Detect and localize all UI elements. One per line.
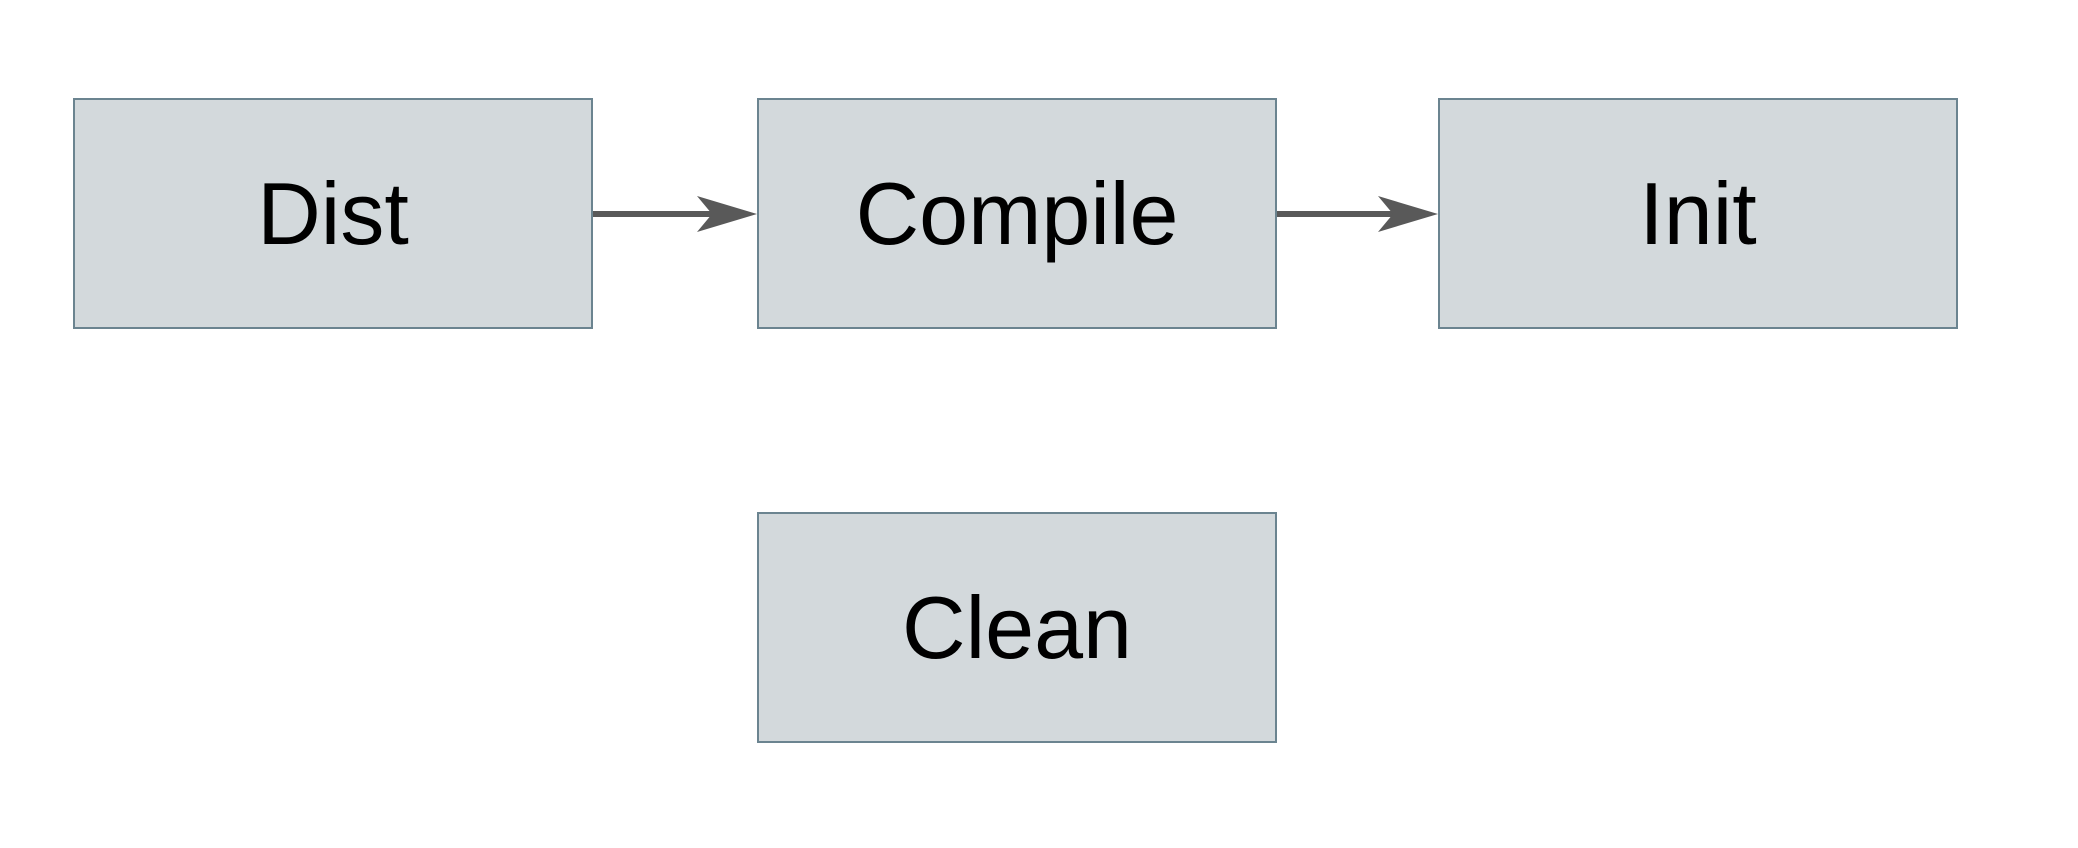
arrow-dist-to-compile[interactable] (593, 194, 757, 234)
arrowhead-right-icon (697, 196, 757, 232)
arrowhead-right-icon (1378, 196, 1438, 232)
node-compile-label: Compile (855, 163, 1179, 263)
arrow-compile-to-init[interactable] (1277, 194, 1438, 234)
node-dist[interactable]: Dist (73, 98, 593, 329)
node-init[interactable]: Init (1438, 98, 1958, 329)
node-compile[interactable]: Compile (757, 98, 1277, 329)
node-init-label: Init (1639, 163, 1757, 263)
node-clean-label: Clean (902, 577, 1132, 677)
node-clean[interactable]: Clean (757, 512, 1277, 743)
node-dist-label: Dist (257, 163, 409, 263)
